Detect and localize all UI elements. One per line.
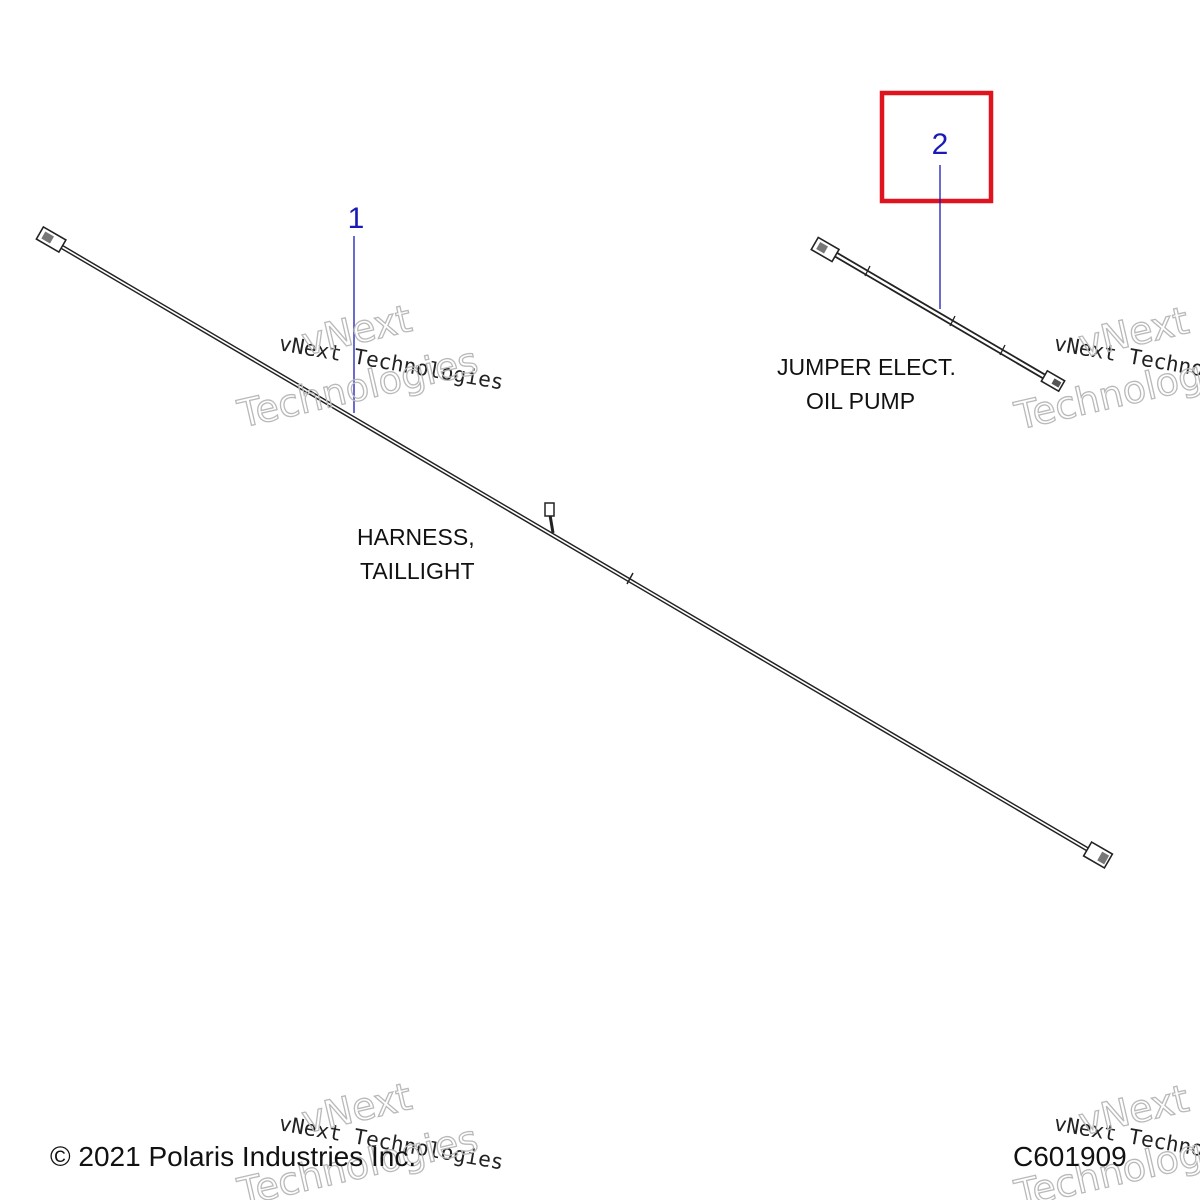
callout-number-1: 1 [348, 202, 365, 235]
part-label-line: TAILLIGHT [360, 558, 475, 584]
harness-sleeve-mark [626, 572, 634, 585]
drawing-code: C601909 [1013, 1141, 1127, 1172]
watermark: vNext Technologies [233, 1074, 483, 1200]
watermark: vNext Technologies [1010, 298, 1200, 439]
callout-number-2: 2 [932, 128, 949, 161]
part-label-line: OIL PUMP [806, 388, 915, 414]
part-label-line: JUMPER ELECT. [777, 354, 956, 380]
harness-left-connector [35, 225, 67, 254]
callout-highlight-box [879, 90, 994, 204]
part-label-harness: HARNESS, TAILLIGHT [357, 524, 475, 584]
harness-branch-connector [544, 502, 555, 534]
part-label-line: HARNESS, [357, 524, 475, 550]
copyright-notice: © 2021 Polaris Industries Inc. [50, 1141, 417, 1172]
harness-right-connector [1082, 840, 1114, 870]
jumper-left-connector [810, 236, 841, 263]
taillight-harness[interactable] [35, 225, 1114, 870]
jumper-right-connector [1040, 369, 1066, 393]
part-label-jumper: JUMPER ELECT. OIL PUMP [777, 354, 956, 414]
callout-2[interactable]: 2 [879, 90, 994, 309]
callout-1[interactable]: 1 [348, 202, 365, 413]
oil-pump-jumper[interactable] [810, 236, 1066, 393]
